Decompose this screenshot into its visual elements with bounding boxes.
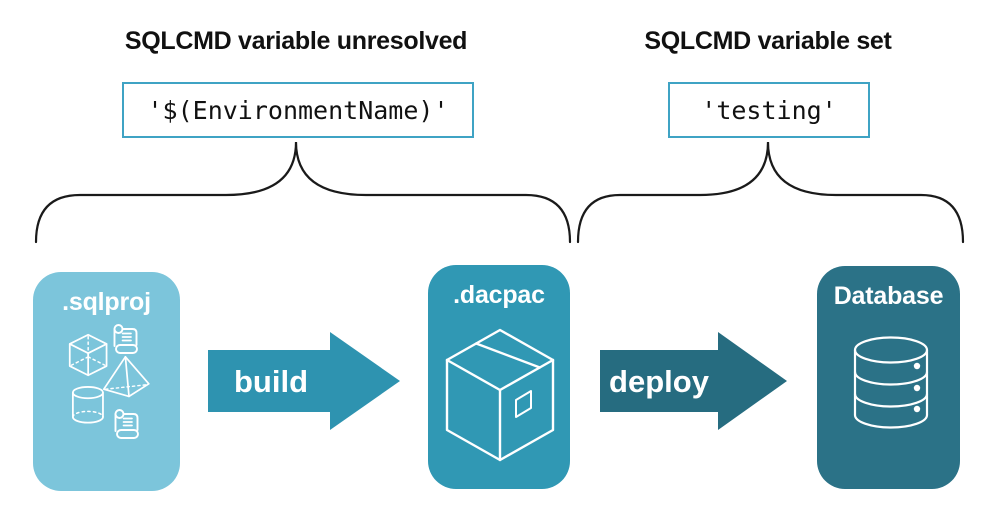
code-text-set: 'testing': [701, 95, 837, 125]
database-icons: [853, 336, 929, 429]
build-arrow-label: build: [234, 364, 308, 399]
database-icon: [853, 336, 929, 429]
cylinder-icon: [71, 386, 104, 424]
node-sqlproj: .sqlproj: [33, 272, 180, 491]
node-database: Database: [817, 266, 960, 489]
build-arrow-shape: [208, 332, 400, 430]
right-brace: [576, 141, 965, 244]
heading-sqlcmd-set: SQLCMD variable set: [644, 27, 892, 55]
node-dacpac-label: .dacpac: [453, 281, 545, 309]
scroll-icon: [113, 324, 138, 354]
dacpac-package-icons: [445, 328, 555, 462]
sqlproj-object-icons: [68, 324, 150, 439]
package-icon: [445, 328, 555, 462]
node-sqlproj-label: .sqlproj: [62, 288, 151, 316]
code-box-environment-variable: '$(EnvironmentName)': [122, 82, 474, 138]
code-box-testing-value: 'testing': [668, 82, 870, 138]
code-text-unresolved: '$(EnvironmentName)': [147, 95, 449, 125]
cube-icon: [68, 333, 108, 377]
node-dacpac: .dacpac: [428, 265, 570, 489]
deploy-arrow-label: deploy: [609, 364, 710, 399]
deploy-arrow-shape: [600, 332, 787, 430]
heading-sqlcmd-unresolved: SQLCMD variable unresolved: [124, 27, 468, 55]
node-database-label: Database: [833, 282, 944, 310]
build-arrow: build: [208, 332, 400, 430]
brace-group: [34, 141, 965, 244]
scroll-icon: [114, 409, 139, 439]
pyramid-icon: [102, 355, 150, 398]
deploy-arrow: deploy: [600, 332, 787, 430]
left-brace: [34, 141, 572, 244]
